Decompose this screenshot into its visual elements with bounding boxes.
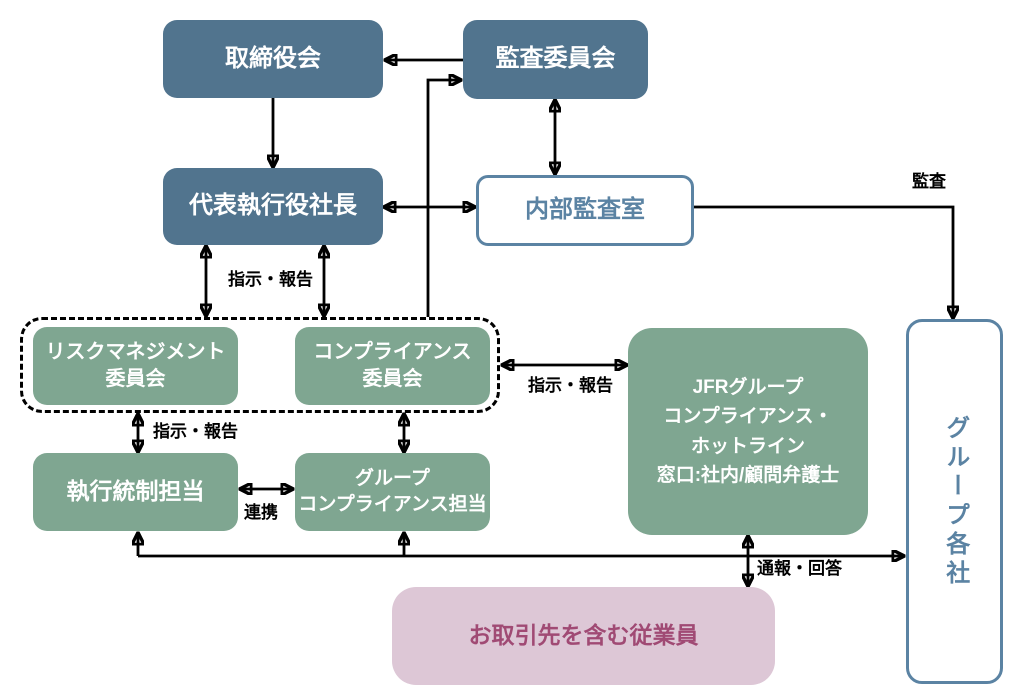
node-board-of-directors: 取締役会: [163, 20, 383, 98]
edge-label-cooperation: 連携: [244, 503, 278, 522]
node-audit-committee: 監査委員会: [463, 20, 648, 99]
node-president-executive-officer: 代表執行役社長: [163, 168, 383, 245]
edge-label-audit: 監査: [912, 172, 946, 191]
node-board-label: 取締役会: [225, 44, 321, 72]
edge-label-report-response: 通報・回答: [757, 559, 842, 578]
node-group-companies: グループ各社: [906, 319, 1003, 684]
node-hotline-label: JFRグループ コンプライアンス・ ホットライン 窓口:社内/顧問弁護士: [656, 376, 840, 486]
node-president-label: 代表執行役社長: [189, 192, 357, 220]
node-risk-committee-label: リスクマネジメント 委員会: [45, 341, 226, 390]
node-group-companies-label: グループ各社: [941, 414, 969, 589]
edge-label-instruction-report-top: 指示・報告: [228, 270, 313, 289]
arrow-internalaudit-to-groupcompanies: [694, 205, 953, 318]
node-employees-including-partners: お取引先を含む従業員: [392, 587, 775, 685]
node-group-compliance-label: グループ コンプライアンス担当: [298, 468, 487, 515]
edge-label-instruction-report-mid: 指示・報告: [153, 422, 238, 441]
node-execution-control-label: 執行統制担当: [66, 478, 205, 505]
node-audit-committee-label: 監査委員会: [495, 45, 616, 73]
node-compliance-committee-label: コンプライアンス 委員会: [313, 341, 472, 390]
edge-label-instruction-report-right: 指示・報告: [528, 376, 613, 395]
committees-dashed-group: [20, 317, 500, 413]
node-employees-label: お取引先を含む従業員: [468, 622, 699, 649]
node-execution-control: 執行統制担当: [33, 453, 238, 531]
node-compliance-committee: コンプライアンス 委員会: [295, 327, 490, 405]
node-risk-management-committee: リスクマネジメント 委員会: [33, 327, 238, 405]
node-jfr-compliance-hotline: JFRグループ コンプライアンス・ ホットライン 窓口:社内/顧問弁護士: [628, 328, 868, 535]
node-group-compliance: グループ コンプライアンス担当: [295, 453, 490, 531]
node-internal-audit-label: 内部監査室: [525, 196, 645, 224]
arrow-committees-to-auditcommittee: [426, 80, 461, 317]
node-internal-audit-office: 内部監査室: [476, 175, 694, 246]
